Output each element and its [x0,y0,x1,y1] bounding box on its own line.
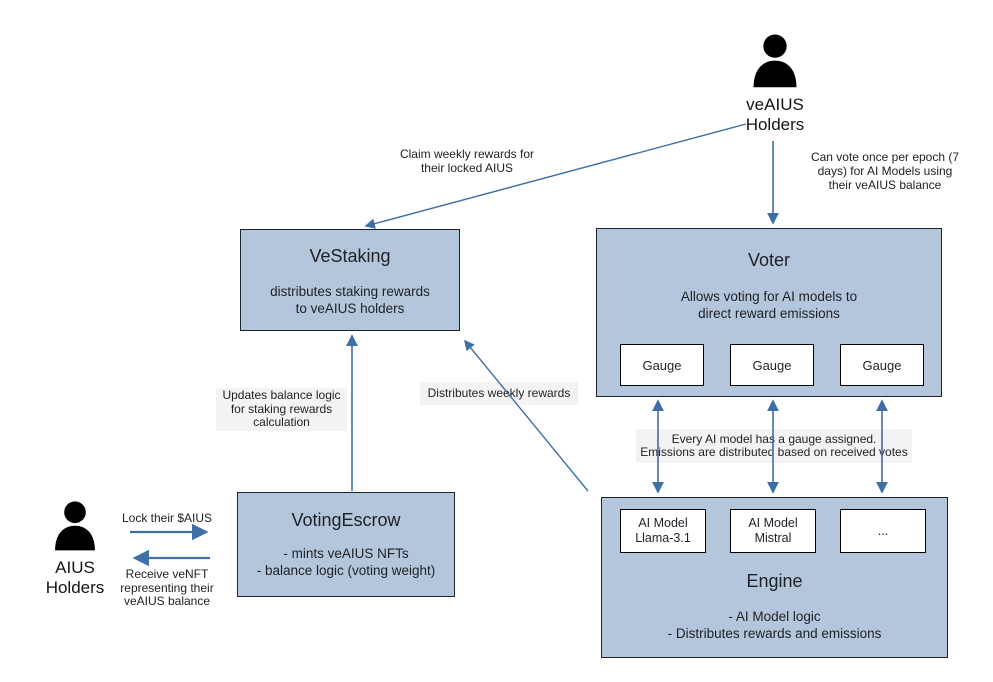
gauge-note-line: Emissions are distributed based on recei… [640,445,908,459]
gauge-box-1: Gauge [620,344,704,386]
gauge-box-2: Gauge [730,344,814,386]
ai-model-box-llama: AI Model Llama-3.1 [620,509,706,553]
ai-model-line: Mistral [754,531,792,545]
person-icon [753,34,797,88]
vestaking-box [240,229,460,331]
voter-title: Voter [747,250,791,270]
votingescrow-box [237,492,455,597]
ai-model-line: ... [877,523,889,538]
vestaking-title: VeStaking [309,246,391,266]
engine-body: - AI Model logic - Distributes rewards a… [601,608,948,642]
can-vote-line: days) for AI Models using [817,164,953,178]
ai-model-line: AI Model [748,516,798,530]
ai-model-box-ellipsis: ... [840,509,926,553]
ai-model-line: AI Model [638,516,688,530]
ai-model-line: Llama-3.1 [635,531,691,545]
distributes-weekly-label: Distributes weekly rewards [420,382,578,405]
ai-model-box-mistral: AI Model Mistral [730,509,816,553]
gauge-note-line: Every AI model has a gauge assigned. [671,431,877,446]
voter-body-line: direct reward emissions [698,306,840,321]
gauge-note-label: Every AI model has a gauge assigned. Emi… [636,429,912,463]
receive-venft-line: Receive veNFT [125,567,209,581]
receive-venft-label: Receive veNFT representing their veAIUS … [108,567,226,609]
receive-venft-line: representing their [120,580,214,595]
engine-body-line: - AI Model logic [728,609,821,624]
receive-venft-line: veAIUS balance [123,594,211,608]
votingescrow-body-line: - balance logic (voting weight) [256,563,436,578]
votingescrow-body: - mints veAIUS NFTs - balance logic (vot… [237,545,455,579]
lock-aius-label: Lock their $AIUS [121,511,213,525]
vestaking-body-line: distributes staking rewards [270,284,430,299]
votingescrow-body-line: - mints veAIUS NFTs [283,546,409,561]
engine-body-line: - Distributes rewards and emissions [667,626,882,641]
voter-body: Allows voting for AI models to direct re… [596,288,942,322]
updates-balance-line: Updates balance logic [222,388,341,403]
updates-balance-line: for staking rewards [230,401,333,416]
vestaking-body: distributes staking rewards to veAIUS ho… [240,283,460,317]
vestaking-body-line: to veAIUS holders [295,301,405,316]
votingescrow-title: VotingEscrow [291,510,401,530]
claim-rewards-label: Claim weekly rewards for their locked AI… [392,147,542,175]
updates-balance-label: Updates balance logic for staking reward… [216,388,347,431]
voter-body-line: Allows voting for AI models to [680,289,858,304]
updates-balance-line: calculation [253,415,310,430]
can-vote-label: Can vote once per epoch (7 days) for AI … [795,150,975,192]
can-vote-line: their veAIUS balance [828,178,942,192]
person-icon [55,501,95,551]
can-vote-line: Can vote once per epoch (7 [810,150,960,164]
engine-title: Engine [746,571,803,591]
claim-rewards-line: Claim weekly rewards for [399,147,535,161]
veaius-holders-label: veAIUS Holders [745,95,805,134]
claim-rewards-line: their locked AIUS [420,161,514,175]
aius-holders-actor: AIUS Holders [25,501,125,598]
gauge-box-3: Gauge [840,344,924,386]
aius-holders-label: AIUS Holders [45,558,105,597]
veaius-holders-actor: veAIUS Holders [725,34,825,135]
